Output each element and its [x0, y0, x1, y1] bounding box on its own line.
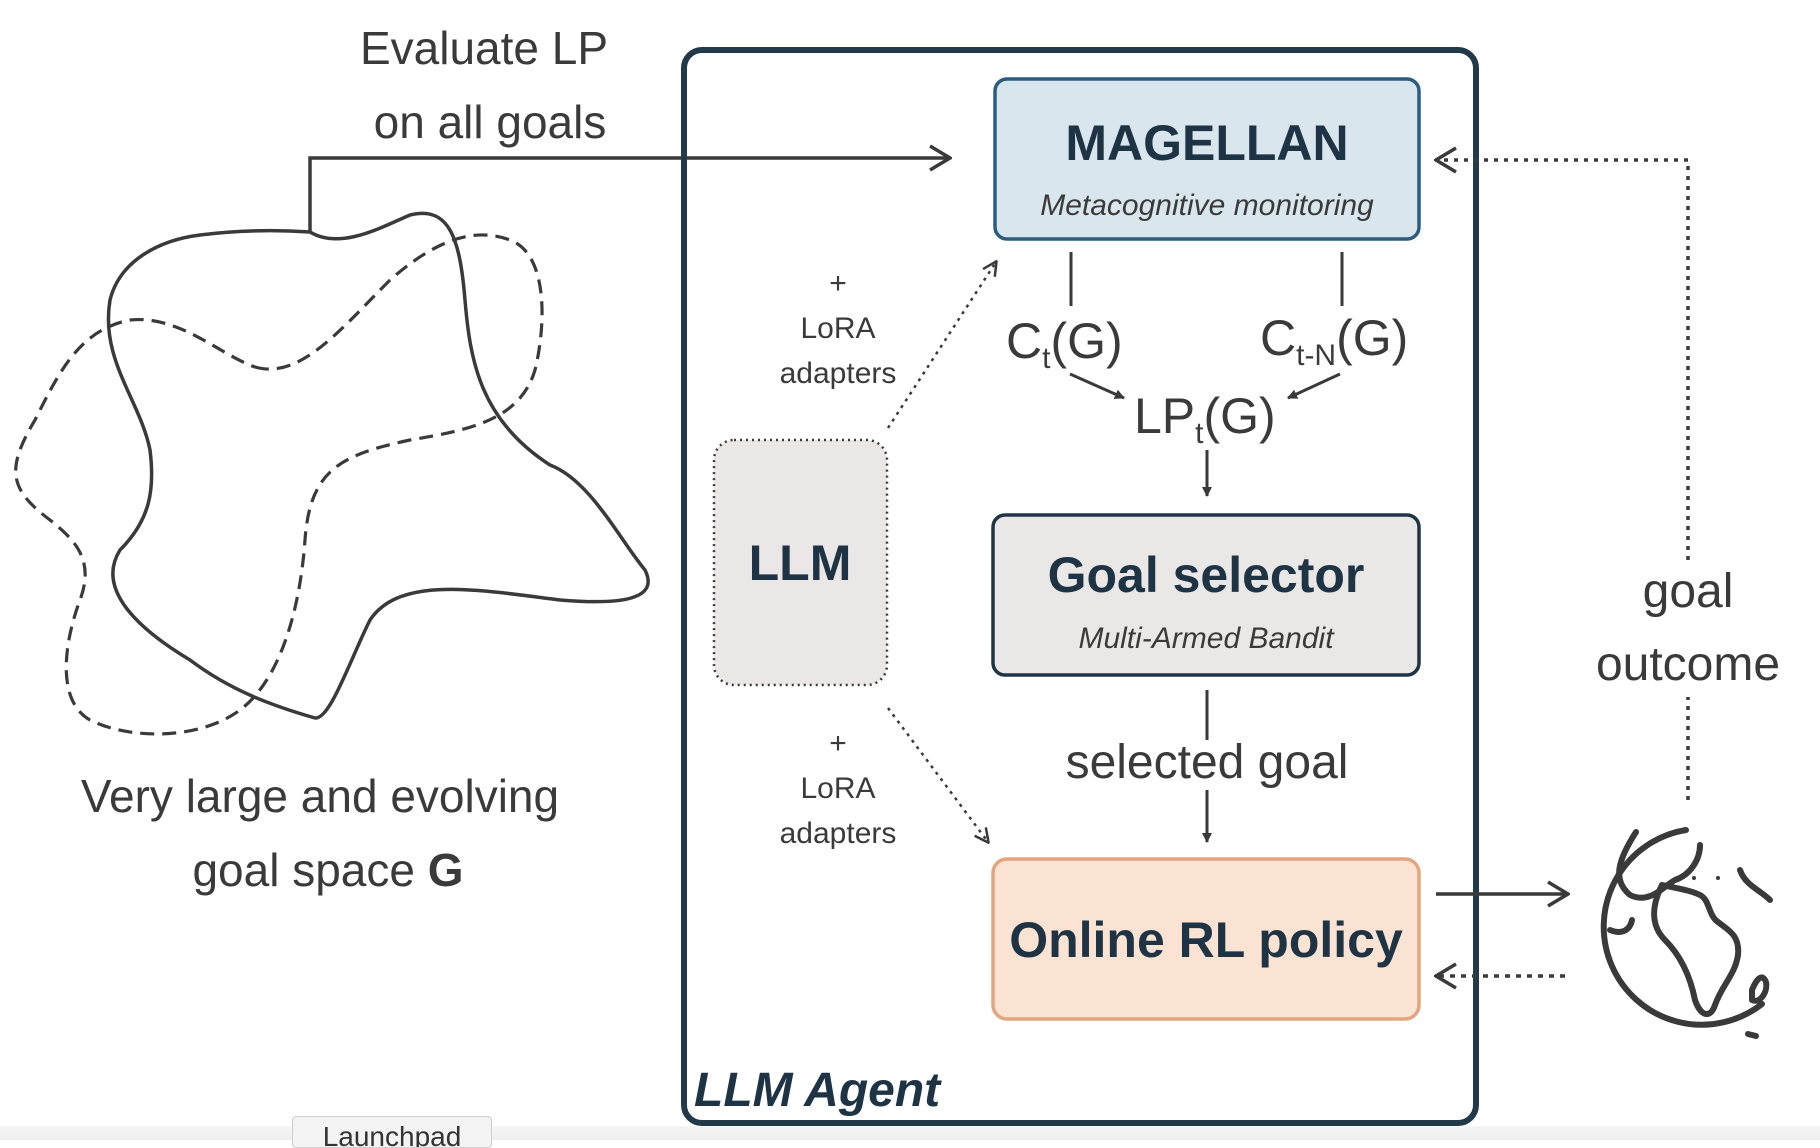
lora-lower-adapters: adapters: [780, 817, 897, 850]
goal-selector-subtitle: Multi-Armed Bandit: [1078, 622, 1335, 655]
goal-outcome-line2: outcome: [1596, 638, 1780, 691]
rl-policy-box: [991, 857, 1421, 1021]
evaluate-label-line1: Evaluate LP: [360, 22, 608, 74]
goal-selector-box: [991, 513, 1421, 677]
evaluate-arrow: [308, 158, 950, 232]
launchpad-button[interactable]: Launchpad: [292, 1116, 492, 1148]
lora-lower-plus: +: [829, 727, 847, 760]
selected-goal-label: selected goal: [1066, 736, 1349, 789]
lora-arrow-to-magellan: [886, 262, 996, 429]
ct-to-lp-arrow: [1069, 372, 1125, 400]
goal-space-solid-blob: [106, 211, 650, 720]
lora-arrow-to-rl-policy: [886, 707, 988, 842]
lora-upper-name: LoRA: [800, 312, 875, 345]
goal-space-caption-prefix: goal space: [192, 844, 427, 896]
magellan-box: [993, 77, 1421, 241]
lora-lower-name: LoRA: [800, 772, 875, 805]
goal-outcome-line1: goal: [1643, 565, 1734, 618]
learning-progress-base: LP: [1134, 388, 1195, 444]
lora-upper-plus: +: [829, 267, 847, 300]
magellan-subtitle: Metacognitive monitoring: [1040, 189, 1374, 222]
outcome-arrow-to-magellan: [1436, 160, 1690, 560]
goal-space-symbol: G: [428, 844, 464, 896]
goal-space-caption-line2: goal space G: [192, 844, 463, 896]
competence-past-sub: t-N: [1296, 339, 1336, 372]
llm-box-label: LLM: [749, 535, 852, 591]
llm-box: [712, 438, 889, 687]
goal-space-caption-line1: Very large and evolving: [81, 770, 559, 822]
competence-current-arg: (G): [1050, 313, 1122, 369]
goal-space-shapes: [14, 211, 650, 736]
competence-current-sub: t: [1042, 342, 1051, 375]
learning-progress-sub: t: [1195, 417, 1204, 450]
competence-past: Ct-N(G): [1260, 310, 1408, 372]
globe-icon: [1600, 827, 1773, 1039]
evaluate-label-line2: on all goals: [374, 96, 607, 148]
goal-selector-title: Goal selector: [1048, 547, 1365, 603]
ctn-to-lp-arrow: [1287, 372, 1341, 400]
lora-upper-adapters: adapters: [780, 357, 897, 390]
learning-progress: LPt(G): [1134, 388, 1276, 450]
llm-agent-container: [681, 47, 1479, 1126]
competence-current-base: C: [1006, 313, 1042, 369]
learning-progress-arg: (G): [1204, 388, 1276, 444]
competence-current: Ct(G): [1006, 313, 1123, 375]
rl-policy-title: Online RL policy: [1009, 912, 1403, 968]
goal-space-dashed-blob: [14, 233, 544, 736]
competence-past-base: C: [1260, 310, 1296, 366]
llm-agent-label: LLM Agent: [694, 1064, 942, 1117]
dock-strip: [0, 1126, 1820, 1140]
magellan-title: MAGELLAN: [1065, 115, 1348, 171]
competence-past-arg: (G): [1336, 310, 1408, 366]
